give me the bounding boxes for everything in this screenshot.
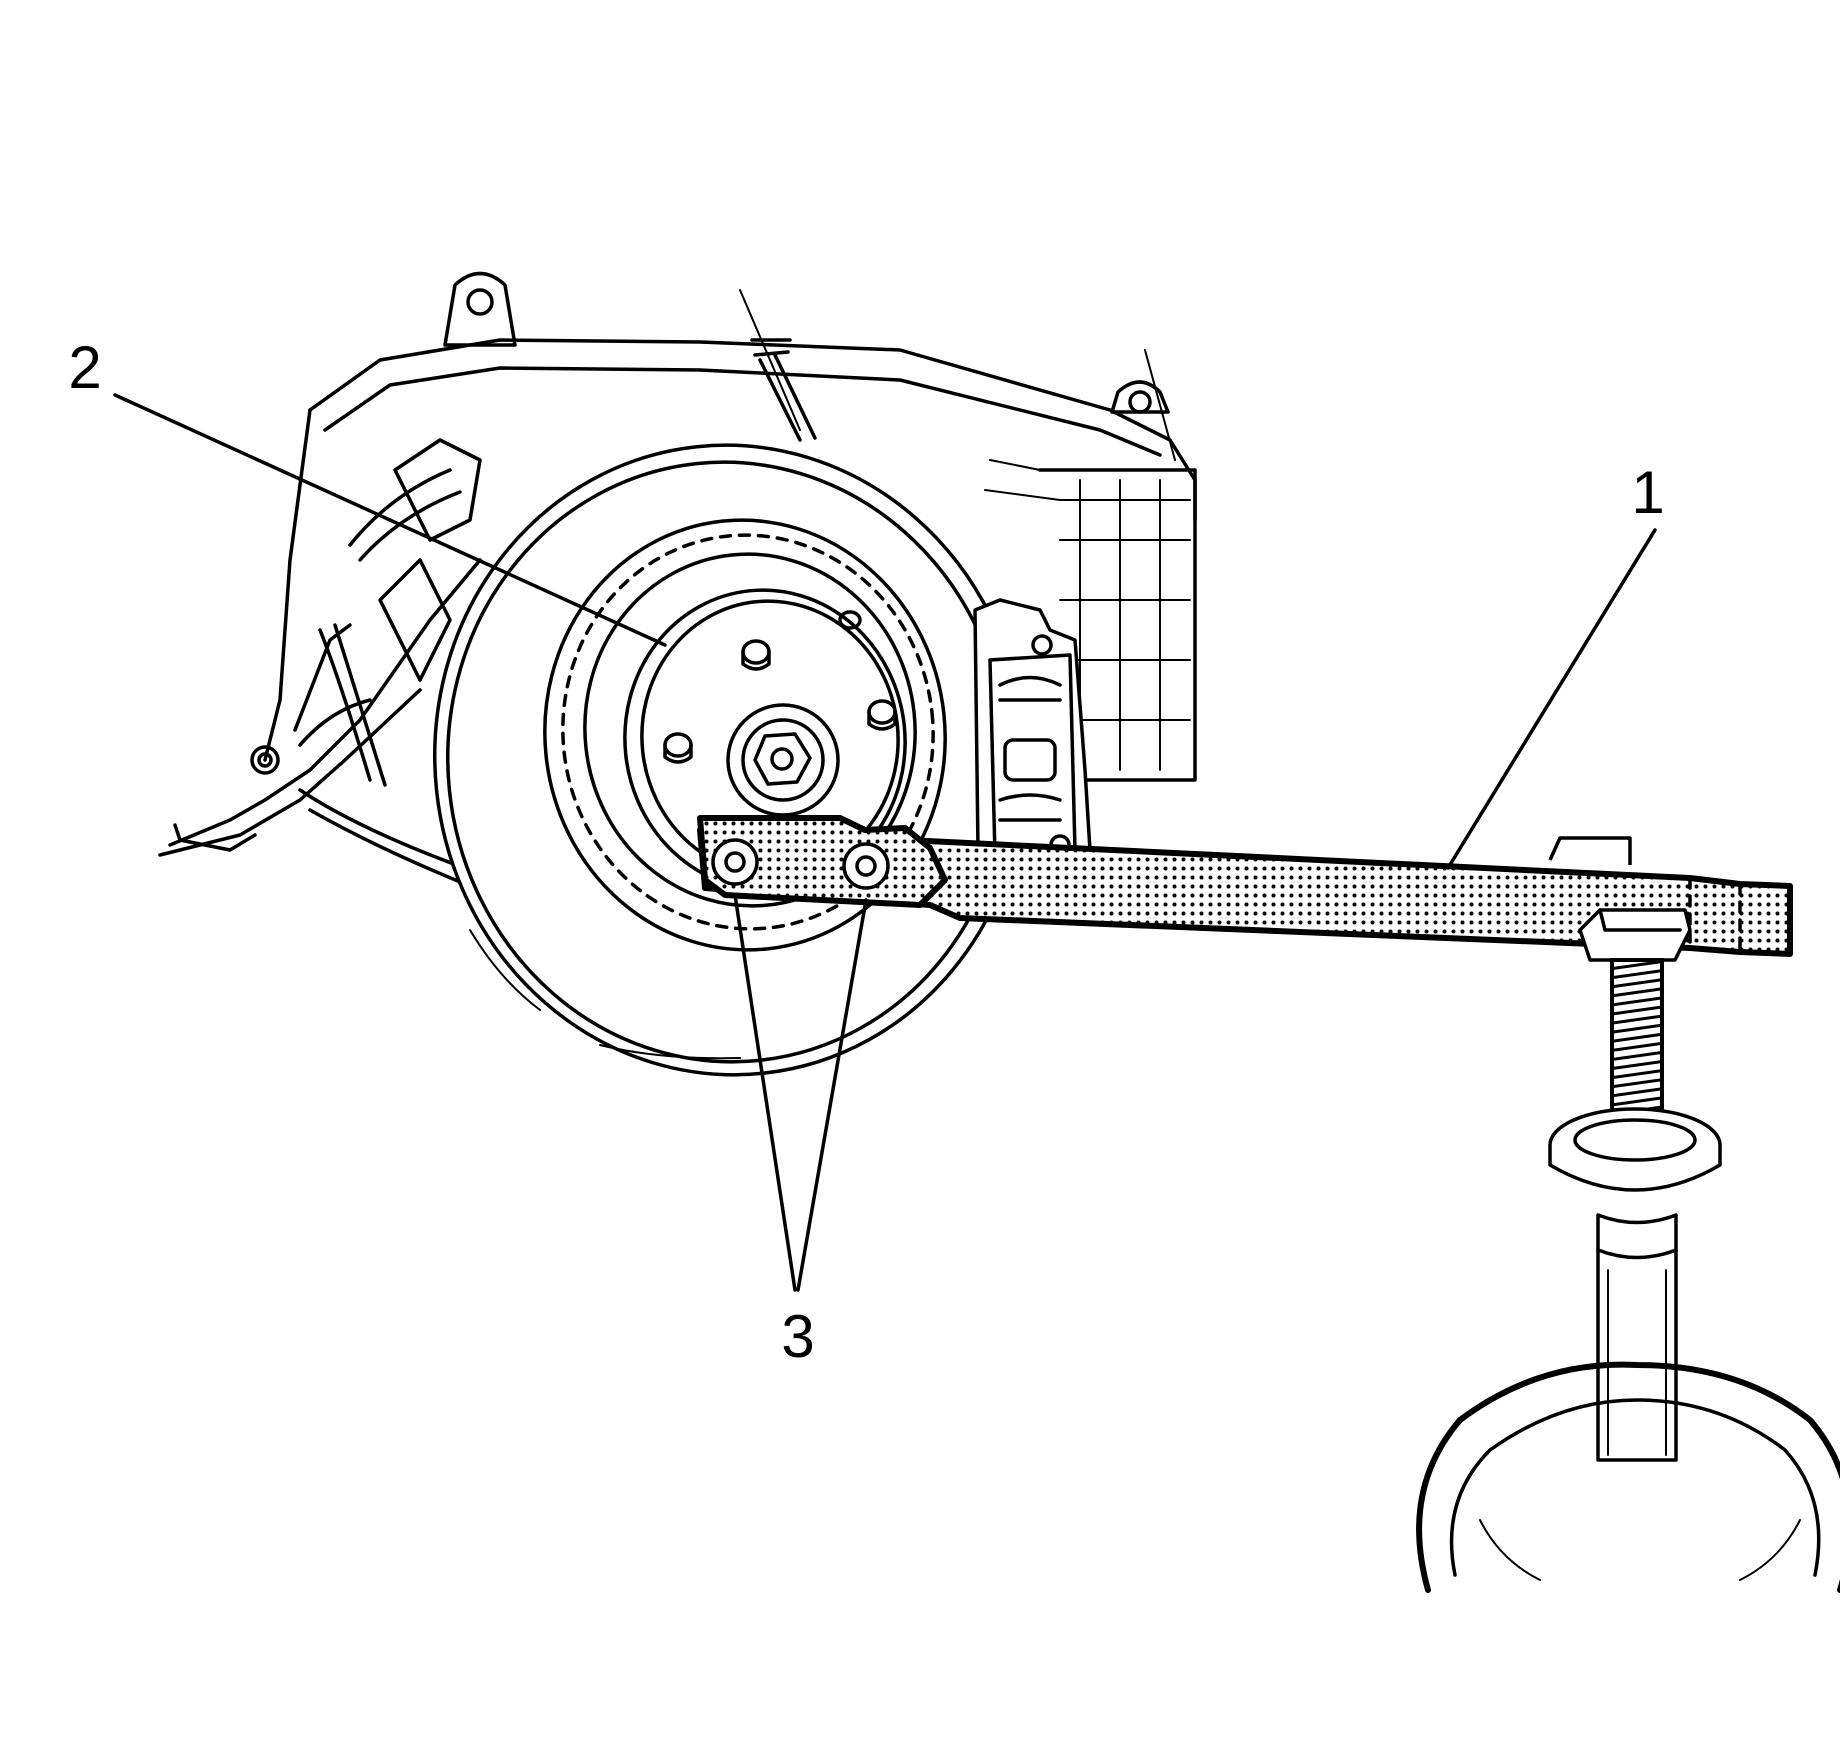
callout-2: 2 [68, 334, 101, 401]
wheel-studs [663, 639, 897, 764]
leader-line-1 [1446, 528, 1657, 870]
leader-line-2 [113, 393, 667, 647]
leader-line-3a [733, 893, 797, 1292]
callout-3: 3 [781, 1303, 814, 1370]
callout-1: 1 [1631, 459, 1664, 526]
vehicle-body [158, 271, 1197, 892]
rotor-holding-tool [697, 815, 1793, 957]
brake-caliper [973, 598, 1092, 877]
support-stand [1416, 836, 1840, 1593]
leader-line-3b [796, 898, 868, 1292]
tool-bolts [711, 838, 890, 890]
leader-lines [113, 393, 1657, 1292]
rotor-hub [623, 588, 907, 892]
